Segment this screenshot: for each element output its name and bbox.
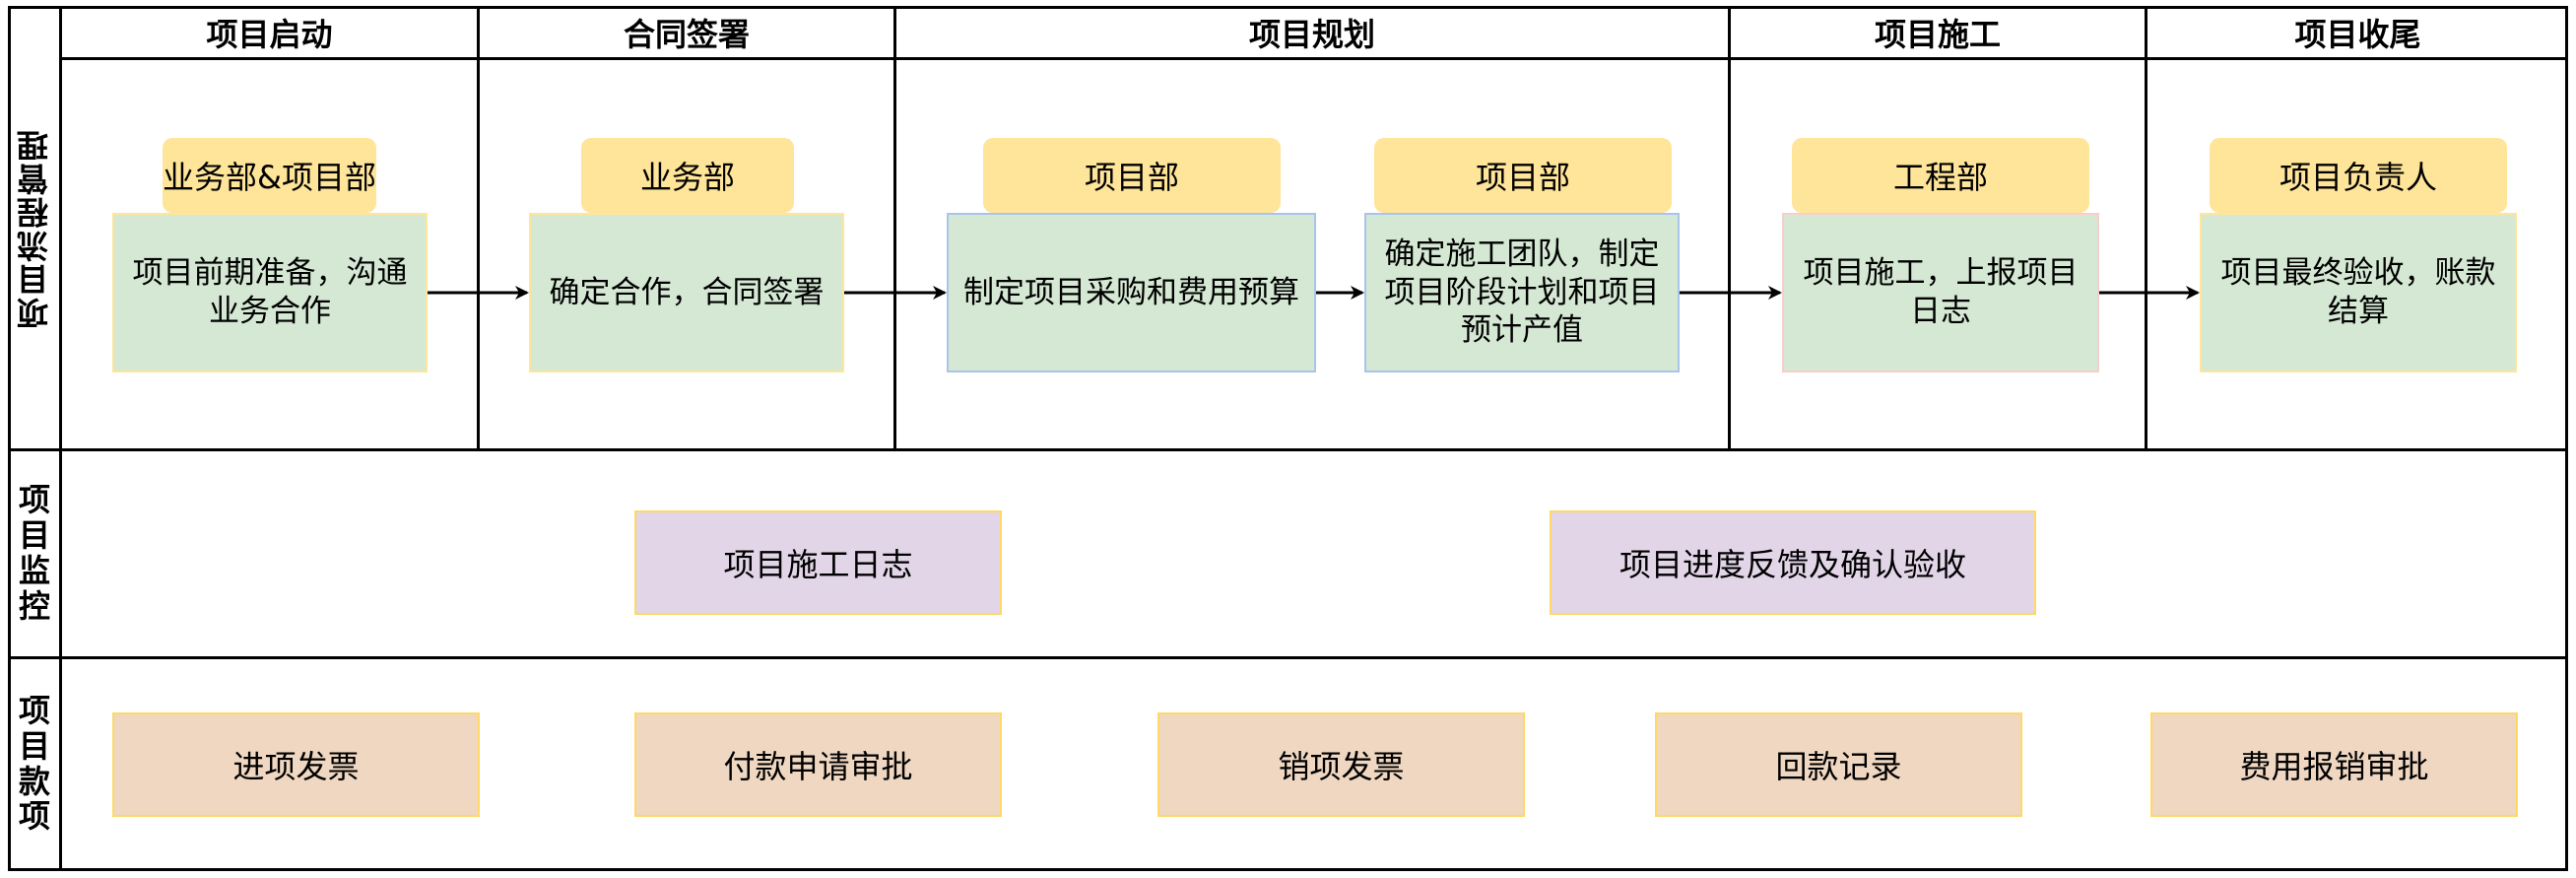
finance-box-output-invoice: 销项发票 (1157, 712, 1525, 817)
phase-divider-2 (893, 6, 896, 450)
dept-tag: 项目部 (983, 138, 1281, 213)
task-box-budget: 制定项目采购和费用预算 (947, 213, 1316, 372)
phase-divider-1 (477, 6, 480, 450)
dept-tag: 业务部 (581, 138, 794, 213)
monitor-box-construction-log: 项目施工日志 (634, 510, 1002, 615)
lane-label-monitor: 项 目 监 控 (10, 451, 59, 656)
dept-tag: 项目负责人 (2210, 138, 2507, 213)
task-box-construction: 项目施工，上报项目日志 (1782, 213, 2099, 372)
dept-tag: 项目部 (1374, 138, 1672, 213)
phase-header-closing: 项目收尾 (2294, 16, 2421, 53)
lane-label-monitor-char: 控 (18, 586, 50, 625)
finance-box-expense-approval: 费用报销审批 (2150, 712, 2518, 817)
swimlane-frame (8, 6, 2568, 871)
task-box-team-plan: 确定施工团队，制定项目阶段计划和项目预计产值 (1364, 213, 1680, 372)
lane-label-monitor-char: 目 (18, 516, 50, 555)
phase-header-contract: 合同签署 (623, 16, 750, 53)
label-column-border (59, 6, 62, 871)
phase-divider-3 (1728, 6, 1731, 450)
lane-label-finance-char: 项 (18, 797, 50, 836)
phase-divider-4 (2145, 6, 2147, 450)
lane-divider-1 (8, 448, 2568, 451)
header-divider (59, 57, 2568, 60)
dept-tag: 工程部 (1792, 138, 2089, 213)
lane-divider-2 (8, 656, 2568, 659)
lane-label-finance-char: 款 (18, 762, 50, 800)
phase-header-planning: 项目规划 (1248, 16, 1375, 53)
finance-box-payment-approval: 付款申请审批 (634, 712, 1002, 817)
phase-header-construction: 项目施工 (1874, 16, 2001, 53)
finance-box-input-invoice: 进项发票 (112, 712, 480, 817)
task-box-acceptance: 项目最终验收，账款结算 (2200, 213, 2517, 372)
task-box-prep: 项目前期准备，沟通业务合作 (112, 213, 428, 372)
monitor-box-progress-acceptance: 项目进度反馈及确认验收 (1550, 510, 2036, 615)
lane-label-monitor-char: 监 (18, 552, 50, 589)
phase-header-start: 项目启动 (206, 16, 333, 53)
lane-label-finance: 项 目 款 项 (10, 659, 59, 869)
lane-label-monitor-char: 项 (18, 481, 50, 519)
task-box-contract: 确定合作，合同签署 (529, 213, 844, 372)
lane-label-finance-char: 项 (18, 691, 50, 729)
lane-label-finance-char: 目 (18, 726, 50, 765)
dept-tag: 业务部&项目部 (163, 138, 376, 213)
finance-box-collection-record: 回款记录 (1655, 712, 2022, 817)
